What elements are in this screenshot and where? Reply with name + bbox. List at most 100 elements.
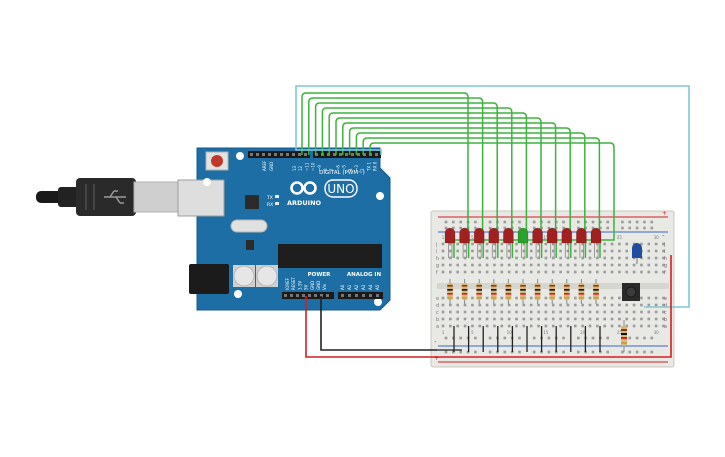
led-signal-wire[interactable] [362,137,601,258]
breadboard-hole [441,310,445,314]
breadboard-hole [500,317,504,321]
breadboard-hole [529,303,533,307]
led-signal-wires[interactable] [301,92,615,258]
breadboard-hole [456,263,459,267]
resistor[interactable] [505,279,512,304]
power-pin-label: GND [316,281,321,290]
led-signal-wire[interactable] [348,127,571,258]
breadboard-hole [441,317,445,321]
digital-pin-label: 4 [348,168,353,171]
resistor-band [549,293,555,295]
led-red[interactable] [473,227,485,258]
breadboard-hole [596,256,599,260]
resistor[interactable] [564,279,570,304]
push-button[interactable] [622,283,640,301]
led-red[interactable] [532,227,543,258]
resistor[interactable] [549,279,555,304]
digital-pin-label: ~9 [317,165,322,171]
usb-cable-strain [58,187,80,207]
column-number: 10 [507,330,513,335]
breadboard-hole [632,317,636,321]
power-pin-label: IOREF [285,277,290,290]
header-hole [286,153,289,156]
breadboard-hole [662,242,665,246]
led-body [561,227,573,244]
led-signal-wire[interactable] [301,92,469,258]
resistor[interactable] [578,279,585,304]
resistor[interactable] [476,279,482,304]
led-red[interactable] [459,227,470,258]
breadboard-hole [529,249,533,253]
resistor[interactable] [447,279,453,304]
led-signal-wire[interactable] [369,142,615,258]
breadboard-hole [463,249,467,253]
header-hole [296,294,299,297]
button-pulldown-resistor[interactable] [621,320,627,352]
reset-button[interactable] [211,155,223,167]
led-red[interactable] [546,227,558,258]
breadboard-hole [529,242,533,246]
breadboard-hole [618,310,621,314]
led-green[interactable] [517,227,529,258]
resistor[interactable] [520,279,526,304]
rail-hole [459,336,462,340]
led-red[interactable] [590,227,602,258]
led-signal-wire[interactable] [355,132,586,258]
rail-hole [503,350,507,354]
blue-led[interactable] [632,243,642,264]
resistor-band [564,293,570,295]
breadboard-hole [588,296,592,300]
breadboard-hole [441,270,445,274]
led-red[interactable] [503,227,514,258]
led-signal-wire[interactable] [314,102,498,258]
led-signal-wire[interactable] [342,122,557,258]
ground-wire[interactable] [320,296,437,351]
breadboard-hole [485,242,489,246]
resistor-body [505,283,512,300]
led-signal-wire[interactable] [328,112,528,258]
breadboard-hole [559,296,562,300]
breadboard-hole [647,310,651,314]
breadboard-hole [581,249,584,253]
resistor[interactable] [593,279,599,304]
ground-jumper-wires[interactable] [437,326,601,352]
breadboard-hole [662,317,665,321]
resistor[interactable] [491,279,497,304]
power-5v-wire[interactable] [305,255,672,358]
rail-hole [621,220,624,224]
breadboard-hole [618,256,621,260]
resistor-body [461,283,468,300]
breadboard-hole [640,310,643,314]
led-red[interactable] [576,227,587,258]
resistor-band [461,289,468,291]
breadboard-hole [507,317,511,321]
pulldown-resistor-band [621,333,627,335]
breadboard-hole [632,303,636,307]
breadboard-hole [515,249,518,253]
aref-pin-label: AREF [262,160,267,171]
rail-hole [562,226,565,230]
breadboard-hole [522,242,526,246]
led-array[interactable] [444,227,602,258]
resistor[interactable] [461,279,468,304]
breadboard-hole [640,303,643,307]
breadboard-hole [632,324,636,328]
resistor-array[interactable] [447,279,599,304]
button-signal-wire[interactable] [295,85,690,308]
breadboard-hole [662,249,665,253]
breadboard-hole [529,310,533,314]
resistor[interactable] [534,279,541,304]
led-signal-wire[interactable] [308,97,484,258]
rail-hole [599,220,602,224]
rail-plus-label-bottom: + [434,355,439,362]
led-red[interactable] [561,227,573,258]
led-signal-wire[interactable] [335,117,542,258]
breadboard-hole [625,310,629,314]
breadboard-hole [537,256,540,260]
led-red[interactable] [488,227,500,258]
led-red[interactable] [444,227,456,258]
breadboard-hole [603,324,606,328]
arduino-uno-board[interactable]: UNO ARDUINO DIGITAL (PWM~) POWER ANALOG … [177,147,391,311]
rail-hole [532,350,536,354]
led-signal-wire[interactable] [321,107,513,258]
